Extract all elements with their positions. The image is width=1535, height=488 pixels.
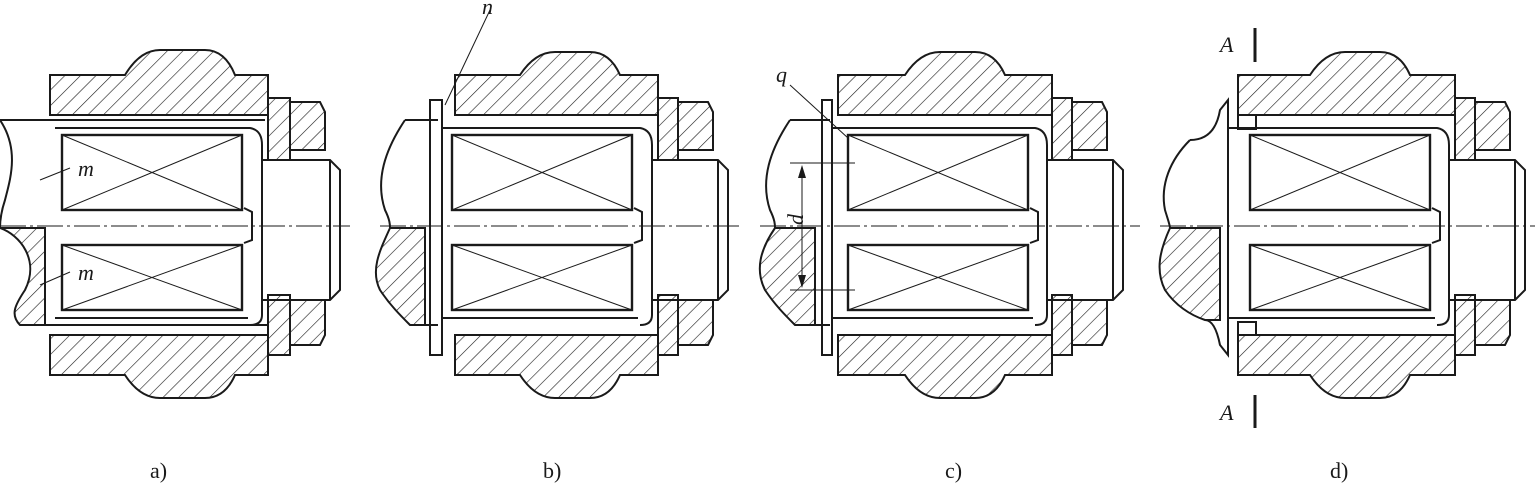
label-m-upper: m — [78, 156, 94, 181]
label-a-bottom: A — [1218, 400, 1234, 425]
label-d: d — [783, 213, 808, 225]
housing-bottom — [837, 334, 1053, 399]
nut-bottom — [1071, 299, 1108, 346]
shaft-section-lower — [1158, 227, 1221, 321]
spacer-sleeve — [821, 99, 833, 356]
caption-a: a) — [150, 458, 167, 483]
housing-top — [49, 49, 269, 116]
panel-d: A A d) — [1158, 28, 1535, 483]
housing-bottom — [454, 334, 659, 399]
mounting-flange — [429, 99, 443, 356]
washer-top — [267, 97, 291, 161]
panel-b: n b) — [374, 0, 740, 483]
washer-bottom — [657, 294, 679, 356]
panel-c: d q c) — [758, 51, 1140, 483]
label-n: n — [482, 0, 493, 19]
nut-top — [677, 101, 714, 151]
washer-bottom — [1051, 294, 1073, 356]
shaft-section-lower — [374, 227, 426, 326]
housing-top — [837, 51, 1053, 116]
nut-top — [1474, 101, 1511, 151]
caption-c: c) — [945, 458, 962, 483]
housing-top — [1237, 51, 1456, 116]
washer-top — [657, 97, 679, 161]
panel-a: m m a) — [0, 49, 350, 483]
nut-bottom — [289, 299, 326, 346]
shaft-section-lower — [758, 227, 816, 326]
washer-top — [1454, 97, 1476, 161]
nut-top — [1071, 101, 1108, 151]
housing-bottom — [1237, 334, 1456, 399]
nut-top — [289, 101, 326, 151]
housing-bottom — [49, 334, 269, 399]
washer-bottom — [1454, 294, 1476, 356]
washer-top — [1051, 97, 1073, 161]
shaft-section-lower — [0, 227, 46, 326]
label-a-top: A — [1218, 32, 1234, 57]
nut-bottom — [677, 299, 714, 346]
caption-d: d) — [1330, 458, 1348, 483]
housing-top — [454, 51, 659, 116]
nut-bottom — [1474, 299, 1511, 346]
shaft-collar — [1189, 97, 1229, 358]
washer-bottom — [267, 294, 291, 356]
label-m-lower: m — [78, 260, 94, 285]
caption-b: b) — [543, 458, 561, 483]
label-q: q — [776, 62, 787, 87]
